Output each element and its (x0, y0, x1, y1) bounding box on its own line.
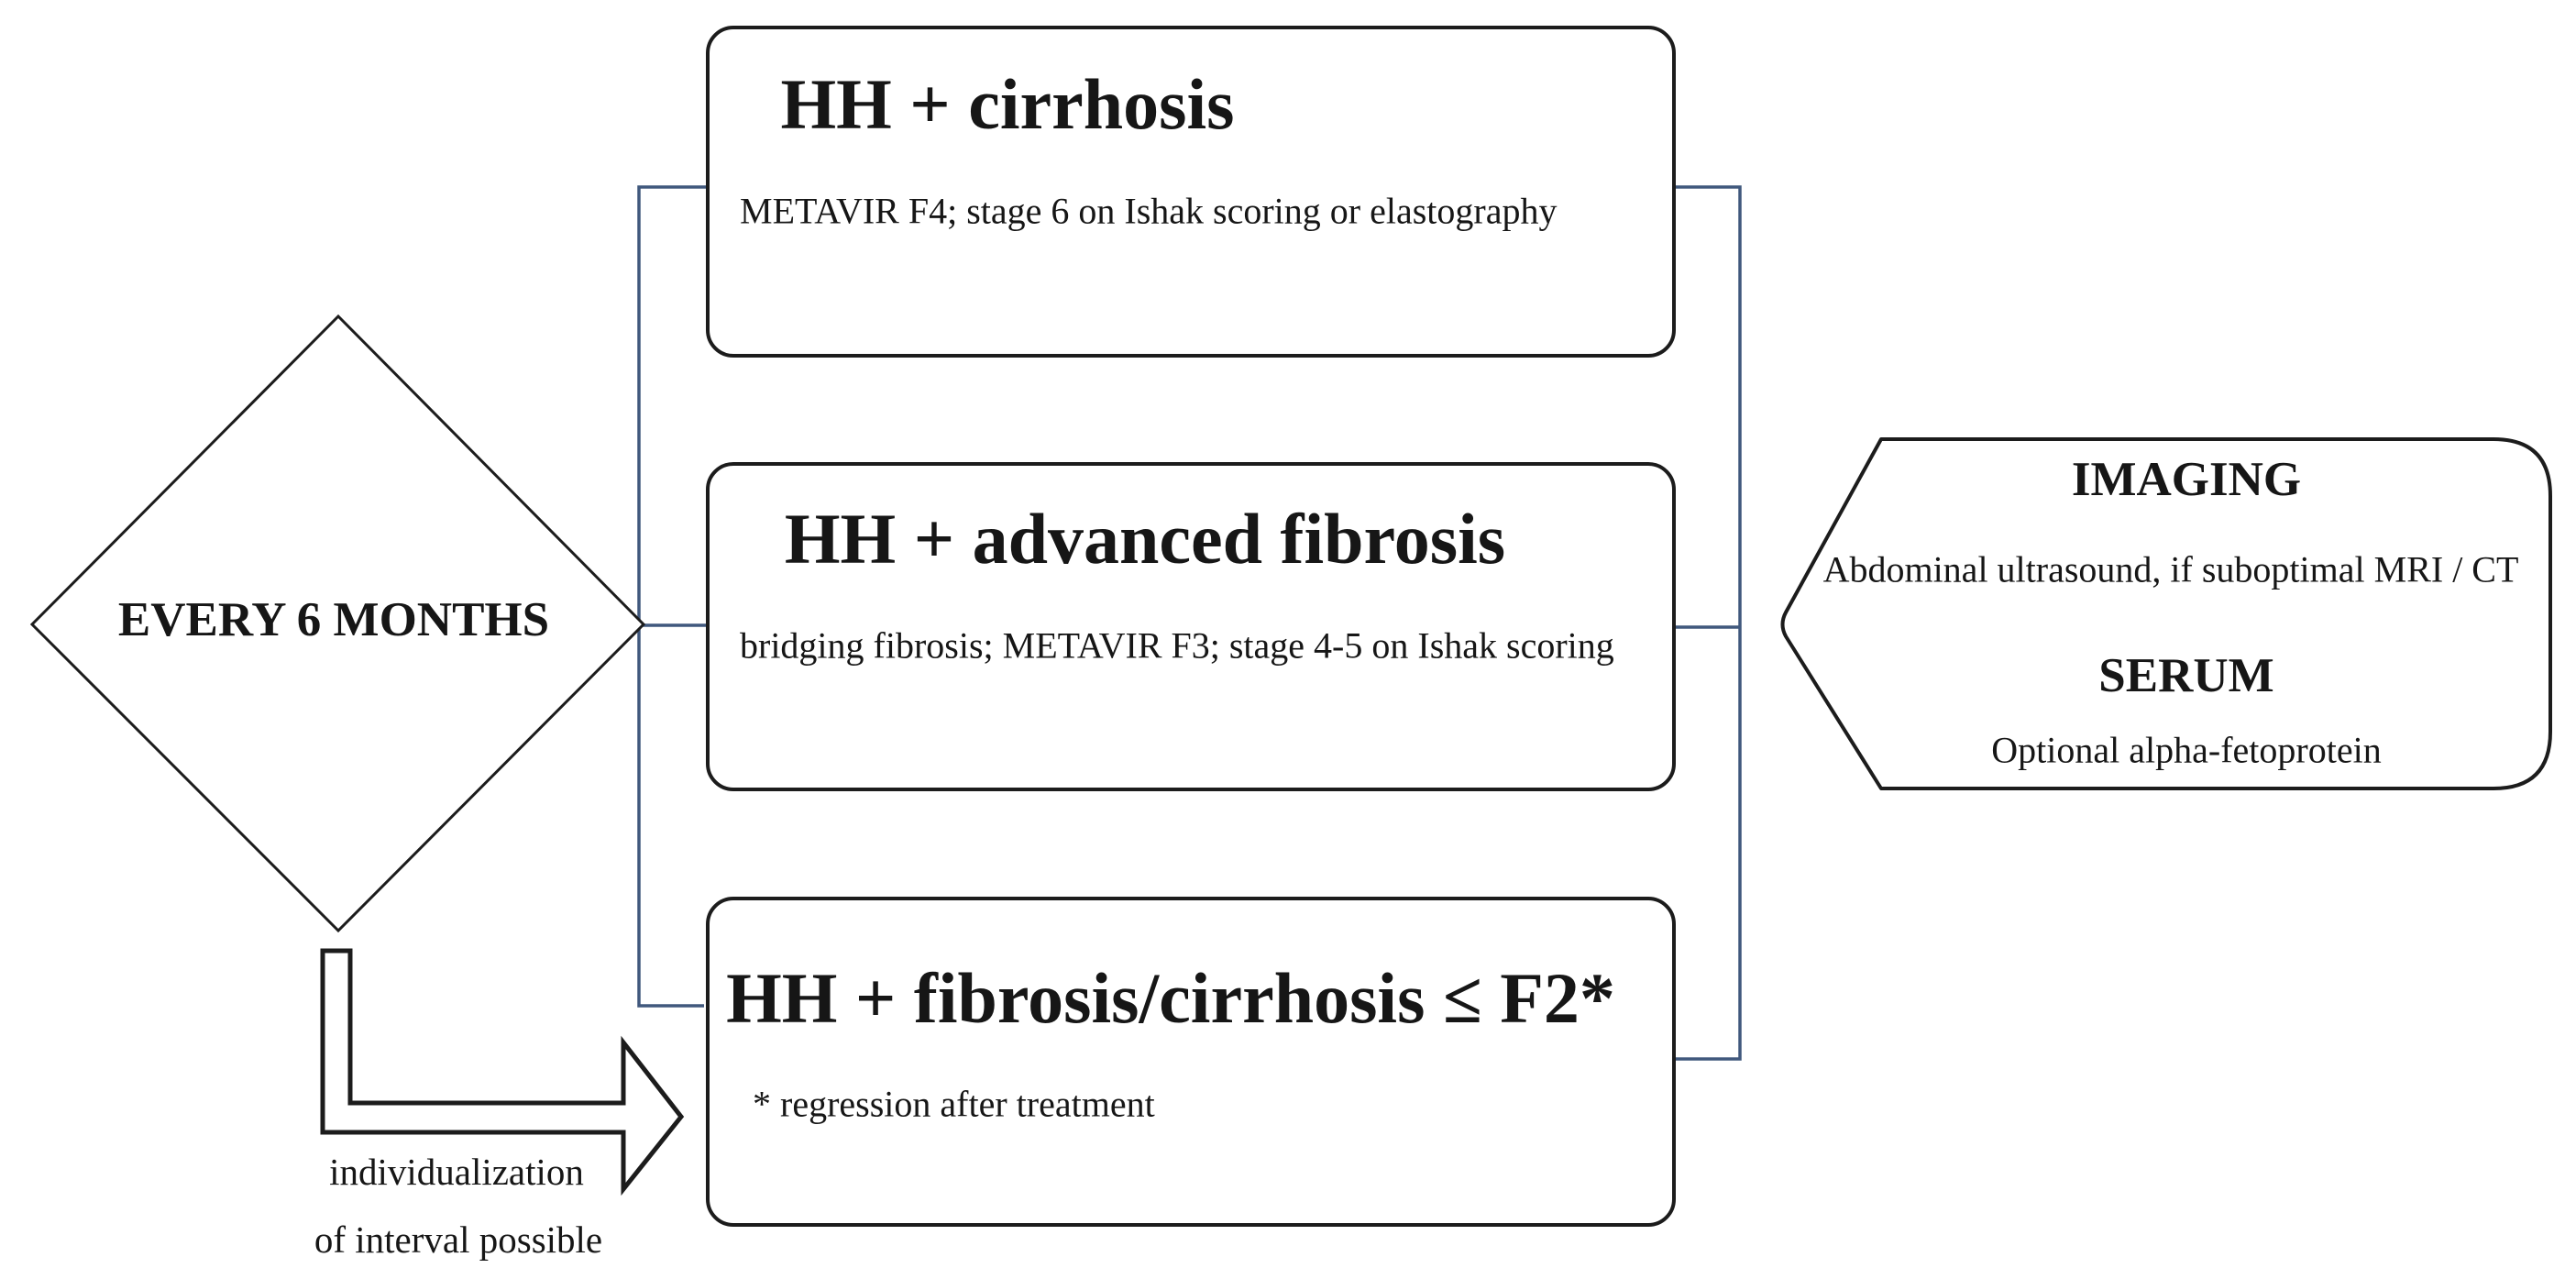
box-hh-cirrhosis: HH + cirrhosis METAVIR F4; stage 6 on Is… (706, 26, 1676, 358)
serum-text: Optional alpha-fetoprotein (1991, 729, 2382, 771)
box-subtitle: bridging fibrosis; METAVIR F3; stage 4-5… (740, 624, 1614, 667)
diamond-shape (29, 314, 646, 933)
box-title: HH + advanced fibrosis (784, 499, 1506, 579)
arrow-note-line1: individualization (329, 1151, 584, 1193)
box-subtitle: METAVIR F4; stage 6 on Ishak scoring or … (740, 190, 1558, 232)
interval-arrow-shape (320, 948, 685, 1196)
imaging-text: Abdominal ultrasound, if suboptimal MRI … (1822, 548, 2519, 590)
arrow-note-line2: of interval possible (314, 1218, 603, 1261)
diamond-label: EVERY 6 MONTHS (117, 593, 550, 646)
right-bracket-connector (1674, 185, 1742, 1061)
side-panel-shape (1780, 437, 2552, 790)
left-bracket-connector (637, 185, 706, 1008)
box-title: HH + fibrosis/cirrhosis ≤ F2* (726, 958, 1615, 1038)
box-hh-fibrosis-cirrhosis: HH + fibrosis/cirrhosis ≤ F2* * regressi… (706, 897, 1676, 1227)
imaging-heading: IMAGING (2071, 453, 2302, 506)
box-subtitle: * regression after treatment (753, 1083, 1155, 1125)
serum-heading: SERUM (2098, 649, 2274, 702)
box-hh-advanced-fibrosis: HH + advanced fibrosis bridging fibrosis… (706, 462, 1676, 791)
box-title: HH + cirrhosis (780, 64, 1235, 144)
